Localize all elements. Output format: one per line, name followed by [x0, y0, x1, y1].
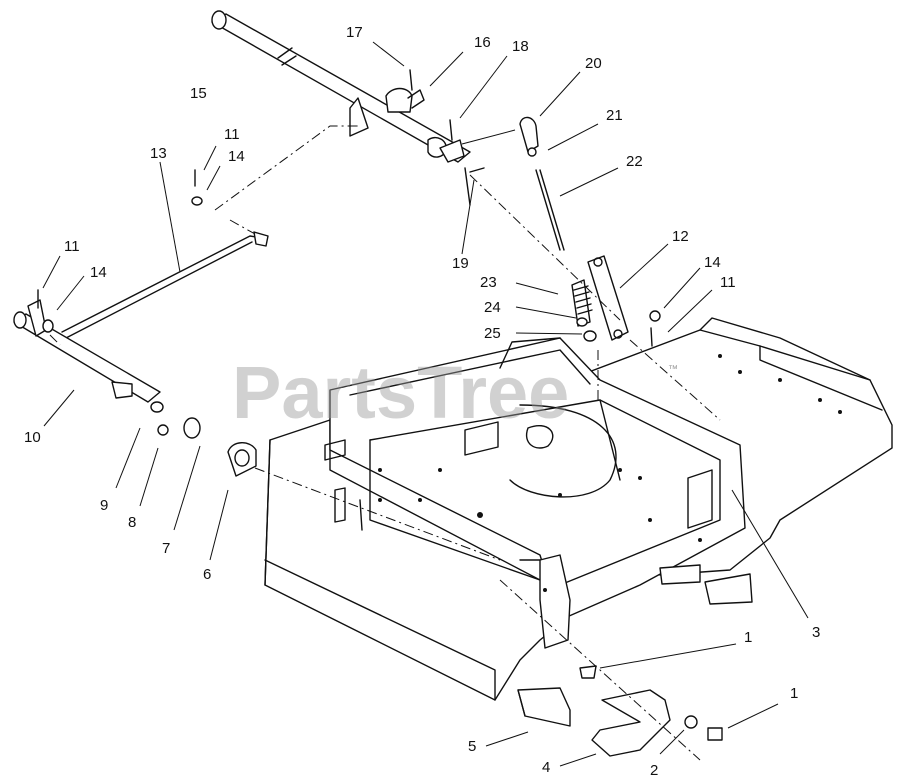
callout-10: 10	[24, 429, 41, 446]
callout-6: 6	[203, 566, 211, 583]
upper-shaft-assembly	[211, 10, 485, 206]
callout-2: 2	[650, 762, 658, 779]
spring-lever-assembly	[519, 116, 661, 347]
callout-22: 22	[626, 153, 643, 170]
callout-labels: 17 16 18 20 21 22 15 11 14 13 12 23 14 1…	[24, 24, 820, 779]
callout-12: 12	[672, 228, 689, 245]
watermark-text: PartsTree	[232, 351, 569, 434]
callout-11-top: 11	[224, 126, 240, 143]
callout-15: 15	[190, 85, 207, 102]
callout-11-right: 11	[720, 274, 736, 291]
lift-link-and-shaft	[13, 169, 269, 477]
callout-17: 17	[346, 24, 363, 41]
callout-7: 7	[162, 540, 170, 557]
leader-lines	[42, 41, 809, 767]
callout-11-left: 11	[64, 238, 80, 255]
callout-9: 9	[100, 497, 108, 514]
callout-24: 24	[484, 299, 501, 316]
frame-assembly	[264, 317, 893, 701]
callout-14-top: 14	[228, 148, 245, 165]
callout-3: 3	[812, 624, 820, 641]
callout-16: 16	[474, 34, 491, 51]
callout-20: 20	[585, 55, 602, 72]
callout-21: 21	[606, 107, 623, 124]
watermark-trademark: ™	[668, 364, 678, 375]
callout-23: 23	[480, 274, 497, 291]
callout-1-upper: 1	[744, 629, 752, 646]
callout-8: 8	[128, 514, 136, 531]
callout-13: 13	[150, 145, 167, 162]
callout-14-left: 14	[90, 264, 107, 281]
callout-18: 18	[512, 38, 529, 55]
callout-14-right: 14	[704, 254, 721, 271]
centerlines	[49, 125, 721, 761]
pedal-assembly	[517, 665, 723, 757]
callout-5: 5	[468, 738, 476, 755]
callout-25: 25	[484, 325, 501, 342]
callout-19: 19	[452, 255, 469, 272]
callout-1-lower: 1	[790, 685, 798, 702]
callout-4: 4	[542, 759, 550, 776]
